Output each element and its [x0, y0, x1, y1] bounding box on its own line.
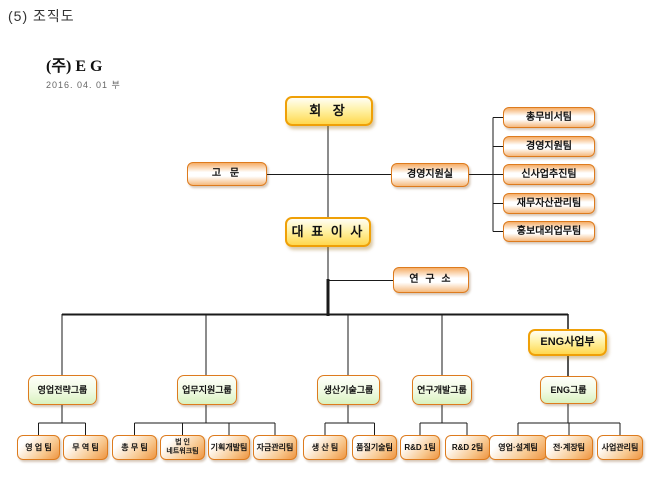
node-ceo: 대 표 이 사	[285, 217, 371, 247]
node-team-production: 생 산 팀	[303, 435, 347, 460]
node-team-general-affairs: 총 무 팀	[112, 435, 157, 460]
node-team-mgmt-support: 경영지원팀	[503, 136, 595, 157]
corporate-network-line2: 네트워크팀	[166, 447, 199, 455]
node-team-new-business: 신사업추진팀	[503, 164, 595, 185]
node-team-pr-external: 홍보대외업무팀	[503, 221, 595, 242]
effective-date: 2016. 04. 01 부	[46, 80, 121, 90]
node-team-planning-dev: 기획개발팀	[208, 435, 250, 460]
node-team-corporate-network: 법 인 네트워크팀	[160, 435, 205, 460]
node-team-trade: 무 역 팀	[63, 435, 108, 460]
node-mgmt-office: 경영지원실	[391, 163, 469, 187]
corporate-network-line1: 법 인	[175, 439, 190, 447]
node-group-sales-strategy: 영업전략그룹	[28, 375, 97, 405]
node-team-sales-design: 영업·설계팀	[489, 435, 547, 460]
node-research-lab: 연 구 소	[393, 267, 469, 293]
node-team-general-affairs-secretary: 총무비서팀	[503, 107, 595, 128]
node-group-production-tech: 생산기술그룹	[317, 375, 380, 405]
node-team-elec-instrument: 전·계장팀	[545, 435, 593, 460]
node-team-rnd1: R&D 1팀	[400, 435, 440, 460]
node-team-quality-tech: 품질기술팀	[352, 435, 397, 460]
node-team-finance-asset: 재무자산관리팀	[503, 193, 595, 214]
node-team-sales: 영 업 팀	[17, 435, 60, 460]
node-eng-division: ENG사업부	[528, 329, 607, 356]
node-group-business-support: 업무지원그룹	[177, 375, 237, 405]
page-title: (5) 조직도	[8, 8, 75, 24]
node-group-eng: ENG그룹	[540, 376, 597, 404]
node-group-rnd: 연구개발그룹	[412, 375, 472, 405]
company-name: (주) E G	[46, 58, 103, 75]
node-team-fund-mgmt: 자금관리팀	[253, 435, 297, 460]
node-chairman: 회 장	[285, 96, 373, 126]
node-team-rnd2: R&D 2팀	[445, 435, 490, 460]
node-advisor: 고 문	[187, 162, 267, 186]
node-team-project-mgmt: 사업관리팀	[597, 435, 643, 460]
